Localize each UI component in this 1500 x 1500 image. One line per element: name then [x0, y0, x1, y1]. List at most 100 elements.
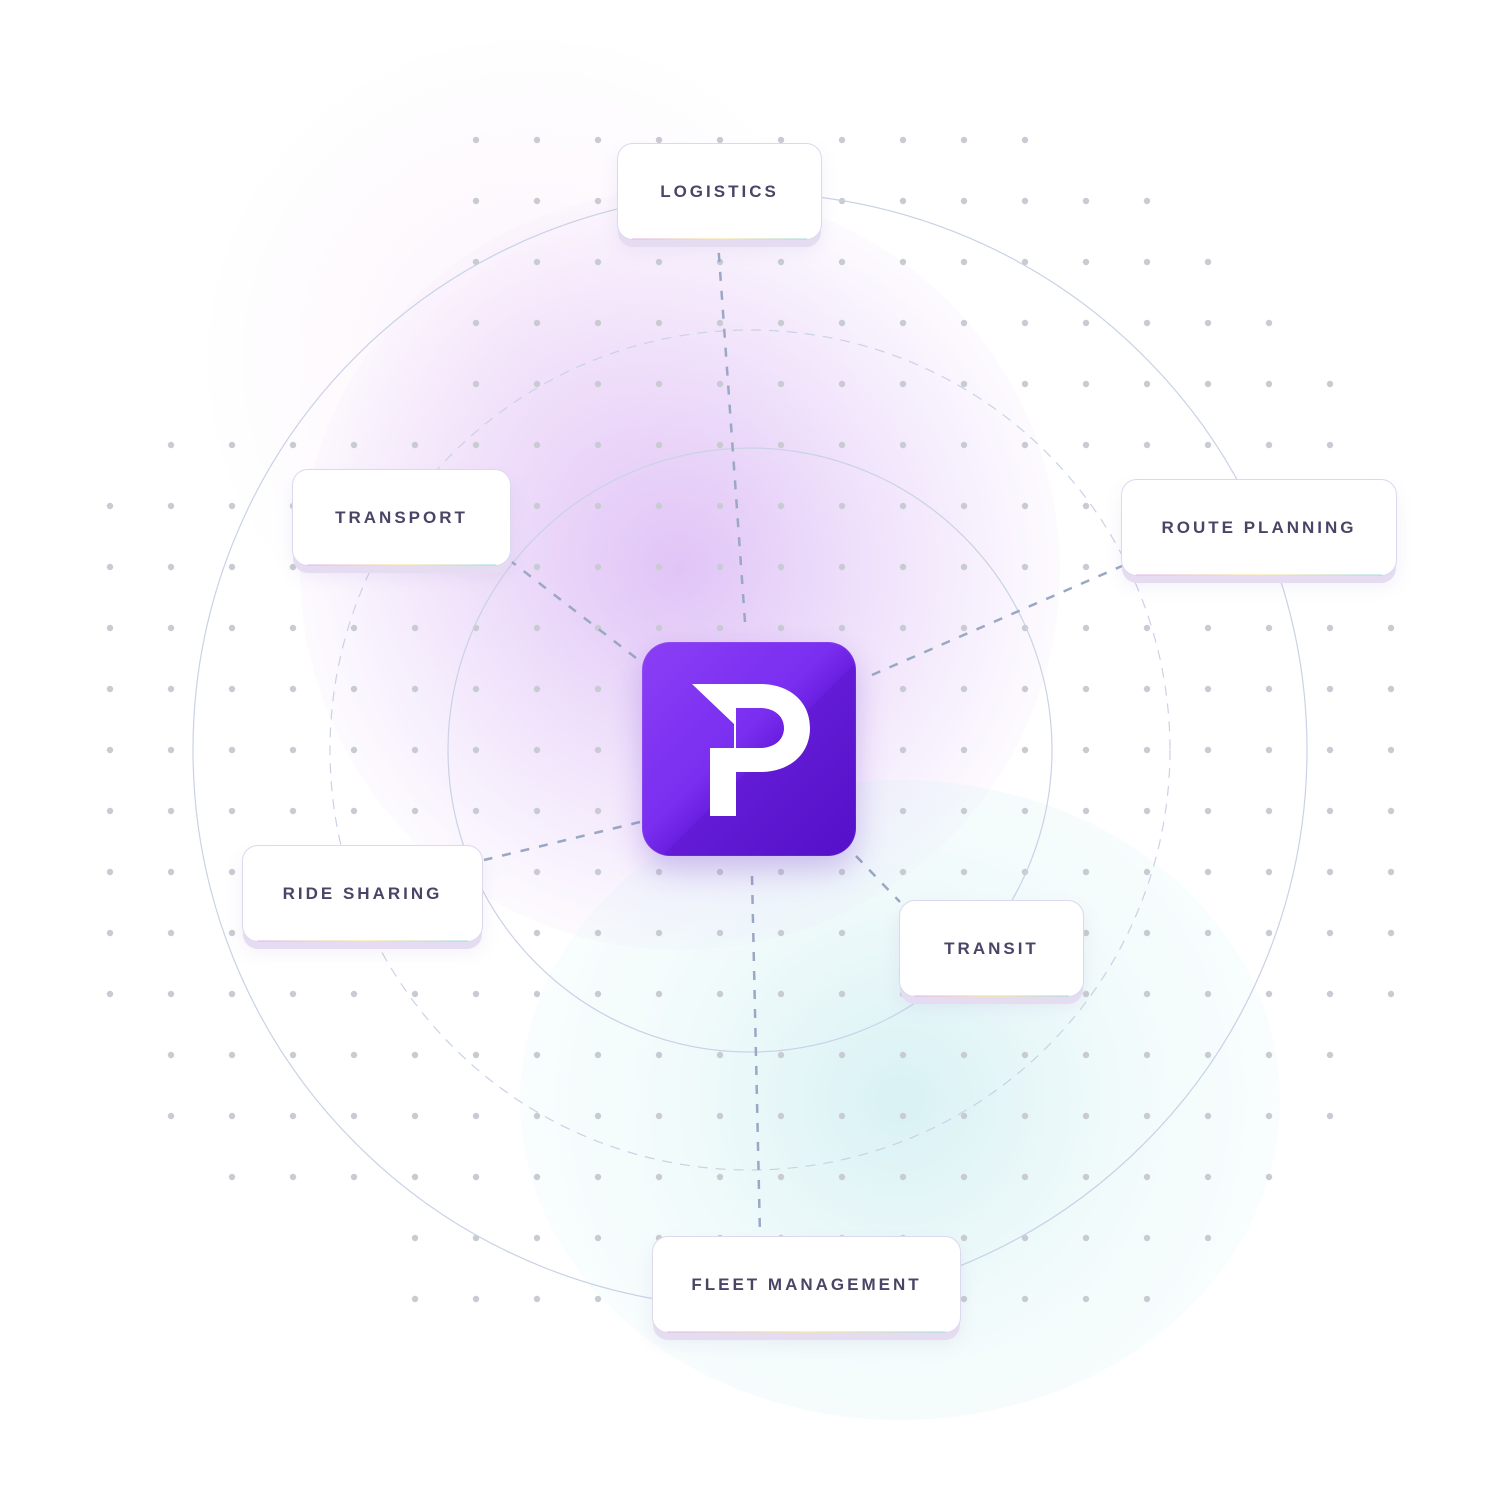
grid-dot: [533, 624, 541, 632]
grid-dot: [1021, 380, 1029, 388]
grid-dot: [289, 1051, 297, 1059]
grid-dot: [960, 1051, 968, 1059]
grid-dot: [960, 868, 968, 876]
node-fleet-management[interactable]: FLEET MANAGEMENT: [652, 1236, 961, 1333]
grid-dot: [1204, 929, 1212, 937]
node-label-ride-sharing: RIDE SHARING: [282, 883, 443, 903]
grid-dot: [838, 502, 846, 510]
node-route-planning[interactable]: ROUTE PLANNING: [1121, 479, 1397, 576]
grid-dot: [777, 868, 785, 876]
grid-dot: [594, 868, 602, 876]
grid-dot: [960, 563, 968, 571]
grid-dot: [594, 1112, 602, 1120]
grid-dot: [1326, 929, 1334, 937]
grid-dot: [228, 685, 236, 693]
grid-dot: [167, 746, 175, 754]
grid-dot: [1082, 441, 1090, 449]
grid-dot: [1387, 929, 1395, 937]
grid-dot: [1265, 319, 1273, 327]
grid-dot: [838, 1051, 846, 1059]
grid-dot: [655, 380, 663, 388]
grid-dot: [350, 624, 358, 632]
grid-dot: [411, 441, 419, 449]
grid-dot: [899, 1173, 907, 1181]
grid-dot: [167, 990, 175, 998]
grid-dot: [1021, 502, 1029, 510]
grid-dot: [533, 258, 541, 266]
grid-dot: [655, 319, 663, 327]
grid-dot: [167, 1112, 175, 1120]
node-ride-sharing[interactable]: RIDE SHARING: [242, 845, 483, 942]
grid-dot: [594, 929, 602, 937]
grid-dot: [472, 197, 480, 205]
grid-dot: [472, 990, 480, 998]
grid-dot: [167, 929, 175, 937]
grid-dot: [899, 502, 907, 510]
grid-dot: [716, 1051, 724, 1059]
grid-dot: [777, 319, 785, 327]
grid-dot: [533, 502, 541, 510]
grid-dot: [594, 1051, 602, 1059]
node-label-transit: TRANSIT: [944, 938, 1039, 958]
grid-dot: [716, 319, 724, 327]
grid-dot: [838, 563, 846, 571]
grid-dot: [1021, 1295, 1029, 1303]
grid-dot: [1082, 1295, 1090, 1303]
grid-dot: [167, 563, 175, 571]
grid-dot: [1143, 258, 1151, 266]
grid-dot: [960, 380, 968, 388]
grid-dot: [411, 807, 419, 815]
grid-dot: [1021, 1234, 1029, 1242]
grid-dot: [594, 1295, 602, 1303]
grid-dot: [838, 868, 846, 876]
grid-dot: [1387, 624, 1395, 632]
grid-dot: [1326, 1112, 1334, 1120]
grid-dot: [716, 868, 724, 876]
grid-dot: [1204, 1173, 1212, 1181]
grid-dot: [167, 441, 175, 449]
grid-dot: [1204, 807, 1212, 815]
grid-dot: [289, 990, 297, 998]
grid-dot: [716, 380, 724, 388]
grid-dot: [1265, 929, 1273, 937]
grid-dot: [655, 929, 663, 937]
grid-dot: [472, 1051, 480, 1059]
grid-dot: [533, 807, 541, 815]
grid-dot: [594, 990, 602, 998]
grid-dot: [533, 746, 541, 754]
grid-dot: [655, 990, 663, 998]
grid-dot: [655, 624, 663, 632]
grid-dot: [655, 1112, 663, 1120]
grid-dot: [1326, 746, 1334, 754]
node-transport[interactable]: TRANSPORT: [292, 469, 511, 566]
grid-dot: [411, 1051, 419, 1059]
grid-dot: [1021, 563, 1029, 571]
node-transit[interactable]: TRANSIT: [899, 900, 1084, 997]
grid-dot: [1204, 868, 1212, 876]
hub-logo[interactable]: [642, 642, 856, 856]
grid-dot: [472, 1295, 480, 1303]
grid-dot: [106, 929, 114, 937]
grid-dot: [472, 319, 480, 327]
grid-dot: [594, 319, 602, 327]
grid-dot: [1143, 1234, 1151, 1242]
grid-dot: [1326, 441, 1334, 449]
grid-dot: [838, 258, 846, 266]
grid-dot: [594, 136, 602, 144]
node-logistics[interactable]: LOGISTICS: [617, 143, 822, 240]
grid-dot: [1082, 258, 1090, 266]
grid-dot: [533, 319, 541, 327]
grid-dot: [1326, 1051, 1334, 1059]
grid-dot: [1143, 197, 1151, 205]
grid-dot: [1143, 685, 1151, 693]
grid-dot: [1082, 868, 1090, 876]
connector-logistics: [716, 241, 747, 623]
grid-dot: [289, 563, 297, 571]
grid-dot: [1265, 1173, 1273, 1181]
grid-dot: [1143, 441, 1151, 449]
grid-dot: [1204, 1051, 1212, 1059]
grid-dot: [1143, 624, 1151, 632]
grid-dot: [350, 685, 358, 693]
grid-dot: [1082, 807, 1090, 815]
grid-dot: [1082, 1173, 1090, 1181]
